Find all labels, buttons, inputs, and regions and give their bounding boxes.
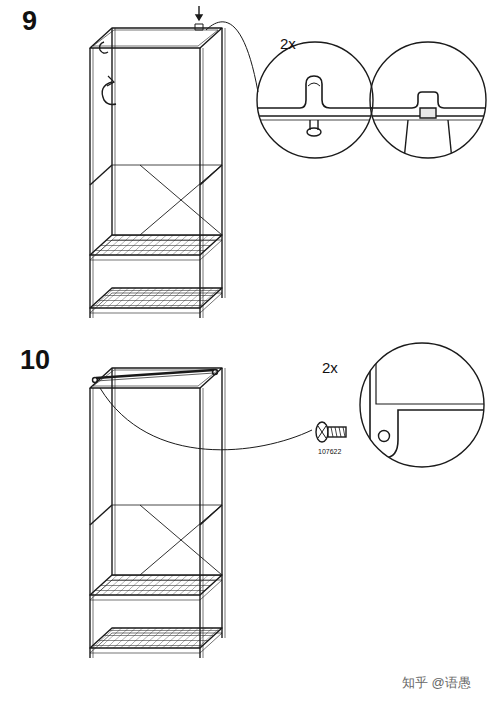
step-number: 10 [20, 347, 50, 374]
step-number: 9 [22, 8, 37, 35]
quantity-label: 2x [280, 36, 296, 51]
part-number: 107622 [318, 448, 341, 455]
watermark: 知乎 @语愚 [402, 676, 471, 689]
quantity-label: 2x [322, 360, 338, 375]
